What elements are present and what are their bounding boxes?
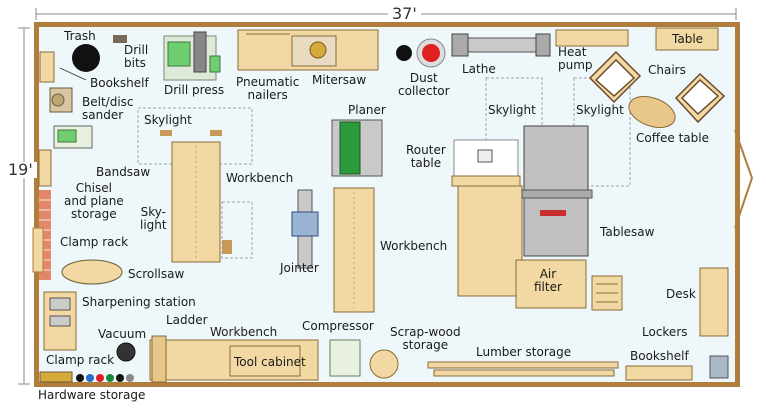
vacuum: [116, 342, 136, 362]
drill-press: [163, 31, 221, 81]
label-workbench-right: Workbench: [380, 239, 448, 253]
label-skylight-left-bottom: Sky- light: [140, 205, 167, 232]
left-door: [32, 227, 44, 273]
label-drill-bits: Drill bits: [124, 43, 149, 70]
label-scrap-wood-storage: Scrap-wood storage: [390, 325, 461, 352]
scrollsaw: [61, 259, 123, 285]
workbench-right: [333, 187, 375, 313]
lockers-unit: [709, 355, 729, 379]
label-scrollsaw: Scrollsaw: [128, 267, 185, 281]
label-desk: Desk: [666, 287, 696, 301]
air-filter-unit: [515, 259, 587, 309]
label-bookshelf-bottom: Bookshelf: [630, 349, 689, 363]
label-drill-press: Drill press: [164, 83, 225, 97]
label-ladder: Ladder: [166, 313, 208, 327]
label-hardware-storage: Hardware storage: [38, 388, 146, 402]
trash-can: [72, 44, 100, 72]
label-trash: Trash: [64, 29, 96, 43]
label-chairs: Chairs: [648, 63, 686, 77]
label-planer: Planer: [348, 103, 386, 117]
width-dimension-label: 37': [388, 6, 421, 22]
tablesaw-unit: [457, 125, 593, 297]
compressor-unit: [329, 339, 361, 377]
label-tool-cabinet: Tool cabinet: [234, 355, 306, 369]
label-compressor: Compressor: [302, 319, 374, 333]
chairs: [588, 50, 726, 124]
lumber-storage-rack: [427, 361, 619, 377]
table-top-right: [655, 27, 719, 51]
workbench-bottom-unit: [149, 335, 319, 383]
label-lathe: Lathe: [462, 62, 496, 76]
label-bookshelf-left: Bookshelf: [90, 76, 149, 90]
bookshelf-left: [39, 51, 55, 83]
lathe: [451, 33, 551, 57]
router-table: [451, 139, 521, 187]
label-lumber-storage: Lumber storage: [476, 345, 572, 359]
dimension-line-height: [18, 27, 30, 385]
garage-door: [734, 129, 754, 229]
sharpening-station-unit: [43, 291, 77, 351]
label-tablesaw: Tablesaw: [600, 225, 655, 239]
label-air-filter: Air filter: [534, 267, 562, 294]
label-workbench-bottom: Workbench: [210, 325, 278, 339]
label-lockers: Lockers: [642, 325, 688, 339]
label-workbench-center: Workbench: [226, 171, 294, 185]
desk-unit: [699, 267, 729, 337]
label-table: Table: [672, 32, 704, 46]
bookshelf-bottom: [625, 365, 693, 381]
label-chisel-storage: Chisel and plane storage: [64, 181, 124, 221]
mitersaw-bench: [237, 29, 379, 71]
label-skylight-right: Skylight: [576, 103, 624, 117]
height-dimension-label: 19': [4, 162, 37, 178]
belt-disc-sander: [49, 87, 73, 113]
dust-collector: [396, 38, 446, 68]
jointer-tool: [291, 189, 319, 269]
label-clamp-rack-bottom: Clamp rack: [46, 353, 115, 367]
scrap-wood-bin: [369, 349, 399, 379]
label-heat-pump: Heat pump: [558, 45, 593, 72]
label-clamp-rack-top: Clamp rack: [60, 235, 129, 249]
label-router-table: Router table: [406, 143, 446, 170]
planer-tool: [331, 119, 383, 177]
walls: [34, 22, 740, 387]
label-jointer: Jointer: [280, 261, 319, 275]
workbench-center: [160, 130, 232, 263]
chisel-storage: [38, 149, 52, 187]
coffee-table: [628, 95, 676, 129]
bandsaw: [53, 125, 93, 149]
drill-bits: [113, 35, 127, 43]
label-pneumatic-nailers: Pneumatic nailers: [236, 75, 300, 102]
label-sharpening-station: Sharpening station: [82, 295, 196, 309]
label-bandsaw: Bandsaw: [96, 165, 151, 179]
label-skylight-left-top: Skylight: [144, 113, 192, 127]
label-mitersaw: Mitersaw: [312, 73, 367, 87]
label-vacuum: Vacuum: [98, 327, 147, 341]
label-dust-collector: Dust collector: [398, 71, 450, 98]
outfeed-stand: [591, 275, 623, 311]
hardware-storage: [39, 371, 134, 383]
label-belt-disc-sander: Belt/disc sander: [82, 95, 134, 122]
label-coffee-table: Coffee table: [636, 131, 709, 145]
label-skylight-mid: Skylight: [488, 103, 536, 117]
heat-pump: [555, 29, 629, 47]
dimension-line-width: [35, 8, 737, 20]
